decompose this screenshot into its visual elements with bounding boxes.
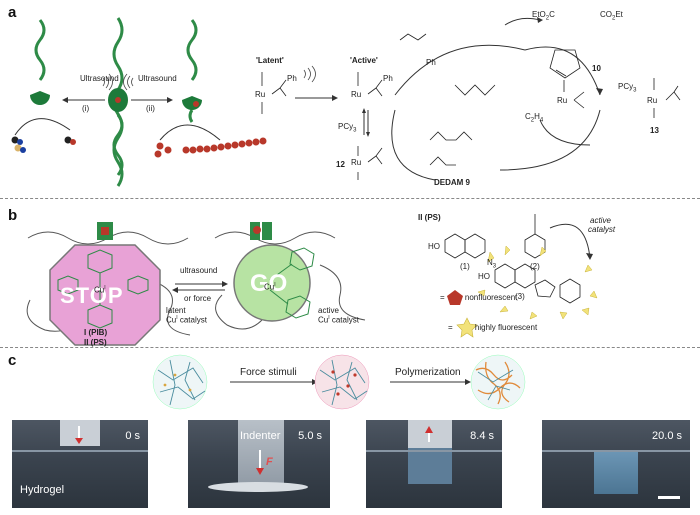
divider-ab <box>0 198 700 199</box>
hydrogel-label: Hydrogel <box>20 484 65 496</box>
polymer-strand-left <box>34 19 46 81</box>
n3-label: N3 <box>487 258 497 270</box>
compound-10-label: 10 <box>592 64 601 73</box>
compound-12-label: 12 <box>336 160 345 169</box>
panel-letter-a: a <box>8 4 17 21</box>
force-f-label: F <box>266 456 273 468</box>
indenter-label: Indenter <box>240 430 281 442</box>
photo-time-0: 0 s <box>125 430 140 442</box>
active-catalyst-top2: catalyst <box>588 225 616 234</box>
pcy3-right-label: PCy3 <box>618 82 637 94</box>
catalyst-left <box>30 91 50 105</box>
active-label: 'Active' <box>350 56 378 65</box>
fluorescent-star <box>456 317 478 338</box>
compound-1-label: (1) <box>460 262 470 271</box>
ho-label: HO <box>428 242 440 251</box>
ph-active: Ph <box>383 74 393 83</box>
eto2c-label: EtO2C <box>532 10 555 22</box>
panel-letter-b: b <box>8 207 18 224</box>
polymer-strand-right <box>186 19 198 81</box>
pib-label: I (PIB) <box>84 328 108 337</box>
compound-13-label: 13 <box>650 126 659 135</box>
cu-latent: CuI <box>94 285 106 295</box>
ultrasound-left-label: Ultrasound <box>80 74 119 83</box>
polymer-chain-beads <box>182 137 267 154</box>
network-pristine <box>152 354 208 410</box>
cu-active: CuI <box>264 282 276 292</box>
ultrasound-right-label: Ultrasound <box>138 74 177 83</box>
ph-styrene: Ph <box>426 58 436 67</box>
panel-c-network-graphic <box>152 354 526 410</box>
latent-catalyst-line1: latent <box>166 306 186 315</box>
step-i-label: (i) <box>82 104 90 113</box>
ho-label-product: HO <box>478 272 490 281</box>
ru-13: Ru <box>647 96 658 105</box>
active-catalyst-line2: CuI catalyst <box>318 315 359 325</box>
step-ii-label: (ii) <box>146 104 155 113</box>
latent-catalyst-line2: CuI catalyst <box>166 315 207 325</box>
ethylene-label: C2H4 <box>525 112 544 124</box>
go-circle <box>233 244 311 322</box>
panel-letter-c: c <box>8 352 17 369</box>
co2et-label: CO2Et <box>600 10 623 22</box>
active-catalyst-top1: active <box>590 216 611 225</box>
photo-time-3: 20.0 s <box>652 430 682 442</box>
ru-12: Ru <box>351 158 362 167</box>
stop-text: STOP <box>60 283 124 308</box>
compound-2-label: (2) <box>530 262 540 271</box>
divider-bc <box>0 347 700 348</box>
photo-time-1: 5.0 s <box>298 430 322 442</box>
nonfluorescent-pentagon <box>447 290 463 305</box>
ultrasound-force-line1: ultrasound <box>180 266 218 275</box>
equals-nonfluorescent: = nonfluorescent <box>440 293 518 302</box>
ru-free: Ru <box>557 96 568 105</box>
equals-highly-fluorescent: = highly fluorescent <box>448 323 538 332</box>
photo-0s: 0 s Hydrogel <box>12 420 148 508</box>
panel-a-mechanophore-graphic <box>11 17 681 187</box>
polymerization-label: Polymerization <box>395 367 461 378</box>
stop-octagon <box>49 244 161 346</box>
ru-active: Ru <box>351 90 362 99</box>
ultrasound-force-line2: or force <box>184 294 212 303</box>
panel-b-graphic <box>26 214 598 346</box>
dedam-label: DEDAM 9 <box>434 178 471 187</box>
latent-label: 'Latent' <box>256 56 284 65</box>
go-text: GO <box>250 270 288 297</box>
compound-3-label: (3) <box>515 292 525 301</box>
photo-time-2: 8.4 s <box>470 430 494 442</box>
ps-label: II (PS) <box>84 338 107 347</box>
active-catalyst-line1: active <box>318 306 339 315</box>
network-polymerized <box>470 354 526 410</box>
photo-8s: 8.4 s <box>366 420 502 508</box>
ph-latent: Ph <box>287 74 297 83</box>
ru-latent: Ru <box>255 90 266 99</box>
force-stimuli-label: Force stimuli <box>240 367 297 378</box>
photo-5s: Indenter F 5.0 s <box>188 420 330 508</box>
photo-20s: 20.0 s <box>542 420 690 508</box>
ps-top-label: II (PS) <box>418 213 441 222</box>
pcy3-left-label: PCy3 <box>338 122 357 134</box>
network-stimulated <box>314 354 370 410</box>
